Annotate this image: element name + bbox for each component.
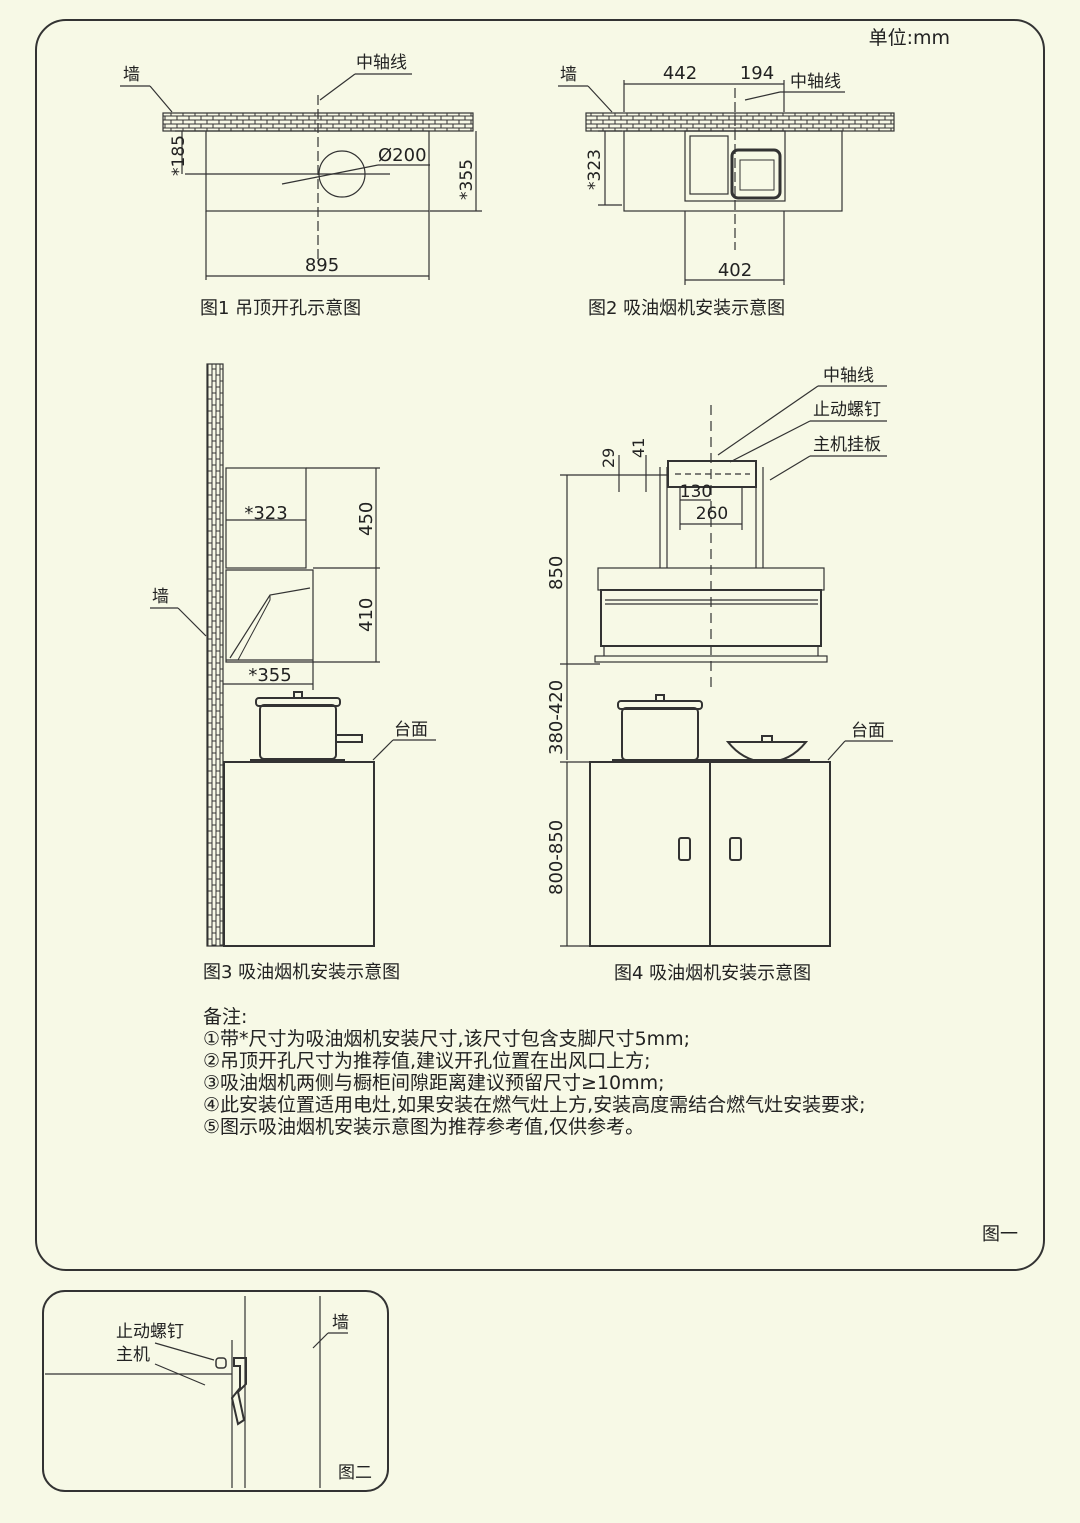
fig4-cabinet-handle-right	[729, 837, 742, 861]
fig4-dim-130: 130	[680, 482, 712, 502]
fig2-axis-label: 中轴线	[790, 72, 841, 92]
fig2-fan-box	[689, 135, 729, 195]
fig3-hood-body	[225, 569, 314, 663]
fig3-caption: 图3 吸油烟机安装示意图	[203, 962, 400, 983]
fig2-dim-323: *323	[585, 149, 605, 190]
fig1-dim-355: *355	[457, 159, 477, 200]
fig3-dim-450: 450	[356, 502, 377, 536]
fig4-dim-380-420: 380-420	[546, 680, 567, 755]
fig-two-bracket	[230, 1357, 247, 1426]
fig1-dim-d200: Ø200	[378, 145, 427, 166]
fig4-pot	[621, 707, 699, 761]
fig-two-frame	[42, 1290, 389, 1492]
notes-block: 备注: ①带*尺寸为吸油烟机安装尺寸,该尺寸包含支脚尺寸5mm; ②吊顶开孔尺寸…	[203, 1006, 866, 1138]
fig4-dim-41: 41	[629, 438, 648, 458]
fig4-axis-label: 中轴线	[823, 366, 874, 386]
fig3-dim-323: *323	[244, 503, 287, 524]
notes-title: 备注:	[203, 1006, 248, 1028]
fig1-dim-895: 895	[305, 255, 339, 276]
fig1-dim-185: *185	[169, 135, 189, 176]
fig3-dim-410: 410	[356, 598, 377, 632]
figure-one-label: 图一	[982, 1224, 1018, 1245]
note-line-4: ④此安装位置适用电灶,如果安装在燃气灶上方,安装高度需结合燃气灶安装要求;	[203, 1094, 866, 1116]
fig1-wall-label: 墙	[123, 65, 140, 85]
fig1-ceiling-hole	[120, 73, 482, 280]
fig2-hood-top	[558, 80, 895, 285]
fig-two-host-label: 主机	[116, 1345, 150, 1365]
fig3-wall-label: 墙	[152, 587, 169, 607]
fig2-wall-label: 墙	[560, 65, 577, 85]
fig4-dim-850: 850	[546, 556, 567, 590]
fig2-motor	[730, 148, 782, 200]
fig-two-wall-label: 墙	[332, 1313, 349, 1333]
fig3-chimney	[225, 467, 307, 569]
fig2-ceiling	[585, 112, 895, 132]
note-line-1: ①带*尺寸为吸油烟机安装尺寸,该尺寸包含支脚尺寸5mm;	[203, 1028, 691, 1050]
fig4-dim-29: 29	[599, 448, 618, 468]
note-line-3: ③吸油烟机两侧与橱柜间隙距离建议预留尺寸≥10mm;	[203, 1072, 665, 1094]
fig4-front-view	[560, 385, 893, 947]
fig-two-label: 图二	[338, 1463, 372, 1483]
fig3-wall	[206, 363, 224, 947]
fig3-pot	[259, 704, 337, 760]
fig4-dim-260: 260	[696, 504, 728, 524]
fig2-dim-402: 402	[718, 260, 752, 281]
fig4-stop-screw-label: 止动螺钉	[813, 400, 881, 420]
fig4-caption: 图4 吸油烟机安装示意图	[614, 963, 811, 984]
fig2-dim-194: 194	[740, 63, 774, 84]
unit-label: 单位:mm	[869, 27, 950, 49]
fig4-cabinet-handle-left	[678, 837, 691, 861]
fig-two-detail	[42, 1290, 389, 1492]
fig1-axis-label: 中轴线	[356, 53, 407, 73]
fig-two-stop-screw-label: 止动螺钉	[116, 1322, 184, 1342]
fig3-dim-355: *355	[248, 665, 291, 686]
fig3-cabinet	[223, 761, 375, 947]
fig2-caption: 图2 吸油烟机安装示意图	[588, 298, 785, 319]
note-line-2: ②吊顶开孔尺寸为推荐值,建议开孔位置在出风口上方;	[203, 1050, 651, 1072]
fig3-counter-label: 台面	[394, 720, 428, 740]
main-frame	[35, 19, 1045, 1271]
fig4-dim-800-850: 800-850	[546, 820, 567, 895]
note-line-5: ⑤图示吸油烟机安装示意图为推荐参考值,仅供参考。	[203, 1116, 645, 1138]
fig4-counter-label: 台面	[851, 721, 885, 741]
fig2-dim-442: 442	[663, 63, 697, 84]
fig3-side-view	[150, 363, 436, 947]
fig4-plate-label: 主机挂板	[813, 435, 881, 455]
fig1-caption: 图1 吊顶开孔示意图	[200, 298, 361, 319]
